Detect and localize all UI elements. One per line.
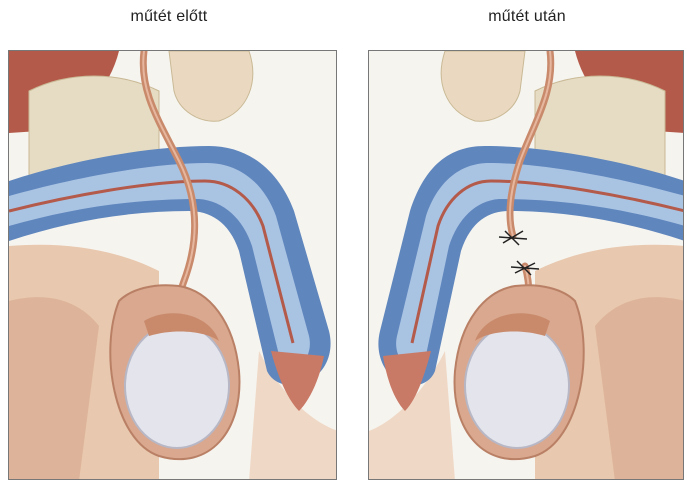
- anatomy-before-illustration: [9, 51, 337, 480]
- panel-after: [368, 50, 684, 480]
- bladder: [441, 51, 525, 121]
- caption-before: műtét előtt: [69, 8, 269, 26]
- anatomy-after-illustration: [369, 51, 684, 480]
- testicle: [465, 324, 569, 448]
- testicle: [125, 324, 229, 448]
- caption-after: műtét után: [427, 8, 627, 26]
- bladder: [169, 51, 253, 121]
- panel-before: [8, 50, 337, 480]
